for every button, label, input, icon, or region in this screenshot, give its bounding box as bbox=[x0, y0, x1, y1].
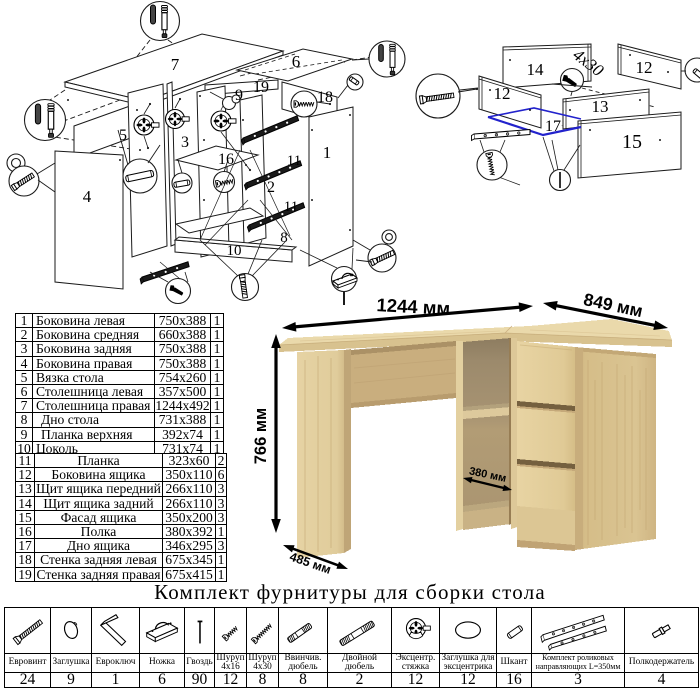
svg-text:3: 3 bbox=[181, 134, 189, 151]
svg-text:10: 10 bbox=[227, 243, 242, 259]
svg-text:4: 4 bbox=[83, 187, 92, 206]
svg-text:18: 18 bbox=[317, 89, 333, 106]
svg-text:8: 8 bbox=[280, 230, 288, 246]
svg-text:12: 12 bbox=[636, 58, 653, 77]
svg-text:7: 7 bbox=[171, 55, 180, 74]
svg-text:5: 5 bbox=[119, 127, 127, 144]
svg-text:15: 15 bbox=[622, 131, 642, 153]
svg-text:9: 9 bbox=[235, 87, 243, 104]
svg-text:1: 1 bbox=[323, 143, 332, 162]
svg-text:16: 16 bbox=[218, 151, 234, 168]
svg-text:12: 12 bbox=[494, 84, 511, 103]
svg-text:2: 2 bbox=[267, 179, 275, 196]
svg-text:6: 6 bbox=[292, 52, 301, 71]
svg-text:766 мм: 766 мм bbox=[252, 408, 270, 465]
svg-text:13: 13 bbox=[592, 97, 609, 116]
svg-text:11: 11 bbox=[287, 153, 301, 169]
svg-text:14: 14 bbox=[527, 60, 545, 79]
svg-text:17: 17 bbox=[545, 118, 561, 135]
svg-text:19: 19 bbox=[253, 79, 269, 96]
svg-text:11: 11 bbox=[284, 199, 298, 215]
svg-text:1244 мм: 1244 мм bbox=[376, 294, 451, 319]
